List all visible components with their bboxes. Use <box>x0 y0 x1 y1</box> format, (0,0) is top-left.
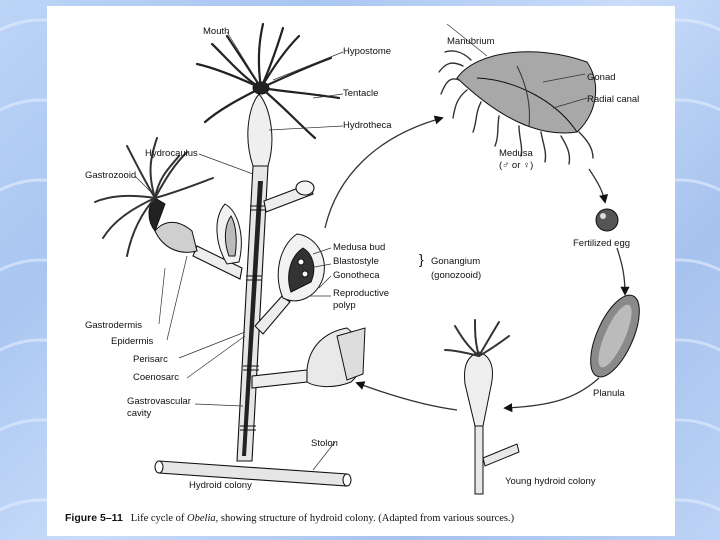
obelia-life-cycle-diagram <box>94 22 640 495</box>
label-gastrozooid: Gastrozooid <box>85 170 137 181</box>
label-gonad: Gonad <box>587 72 616 83</box>
label-gastrovascular-line1: Gastrovascular <box>127 396 191 407</box>
arrow-to-young-colony <box>503 377 600 413</box>
caption-text-after: , showing structure of hydroid colony. (… <box>215 513 515 524</box>
label-perisarc: Perisarc <box>133 354 168 365</box>
figure-caption: Figure 5–11 Life cycle of Obelia, showing… <box>65 512 514 524</box>
label-stolon: Stolon <box>311 438 338 449</box>
label-blastostyle: Blastostyle <box>333 256 379 267</box>
label-hydrotheca: Hydrotheca <box>343 120 392 131</box>
label-radial-canal: Radial canal <box>587 94 640 105</box>
label-epidermis: Epidermis <box>111 336 154 347</box>
caption-organism: Obelia <box>187 513 216 524</box>
label-coenosarc: Coenosarc <box>133 372 179 383</box>
arrow-to-colony <box>355 381 458 411</box>
label-hypostome: Hypostome <box>343 46 392 57</box>
label-gastrovascular-line2: cavity <box>127 408 152 419</box>
branch-gonangium <box>254 295 291 335</box>
retracted-polyp <box>306 327 366 388</box>
branch-bud <box>295 180 315 196</box>
medusa <box>438 50 597 165</box>
label-gonotheca: Gonotheca <box>333 270 380 281</box>
label-reproductive-polyp-line1: Reproductive <box>333 288 389 299</box>
label-gonozooid: (gonozooid) <box>431 270 482 281</box>
label-mouth: Mouth <box>203 26 230 37</box>
label-medusa-bud: Medusa bud <box>333 242 386 253</box>
label-gonangium: Gonangium <box>431 256 481 267</box>
label-young-hydroid-colony: Young hydroid colony <box>505 476 596 487</box>
arrow-to-medusa <box>324 115 444 229</box>
label-reproductive-polyp-line2: polyp <box>333 300 356 311</box>
arrow-to-planula <box>616 247 630 296</box>
gastrozooid <box>94 137 214 257</box>
coenosarc-core <box>242 181 263 456</box>
branch-lower-right <box>251 369 308 389</box>
label-gastrodermis: Gastrodermis <box>85 320 143 331</box>
label-tentacle: Tentacle <box>343 88 379 99</box>
figure-panel: Mouth Hypostome Tentacle Hydrotheca Hydr… <box>47 6 675 536</box>
fertilized-egg <box>595 208 619 232</box>
figure-number: Figure 5–11 <box>65 512 123 524</box>
leader-lines <box>134 23 588 471</box>
hydrotheca-cup <box>247 93 273 167</box>
gonangium <box>216 203 325 302</box>
label-manubrium: Manubrium <box>447 36 495 47</box>
life-cycle-arrows <box>324 115 630 413</box>
young-hydroid-colony <box>444 319 520 495</box>
label-medusa: Medusa <box>499 148 533 159</box>
label-hydrocaulus: Hydrocaulus <box>145 148 198 159</box>
planula <box>590 294 640 378</box>
caption-text-before: Life cycle of <box>130 513 188 524</box>
stolon <box>158 460 348 487</box>
label-medusa-sex: (♂ or ♀) <box>499 160 534 171</box>
hydroid-colony <box>154 165 352 487</box>
label-fertilized-egg: Fertilized egg <box>573 238 631 249</box>
label-planula: Planula <box>593 388 625 399</box>
brace-symbol: } <box>419 251 424 267</box>
arrow-to-egg <box>588 168 609 204</box>
branch-gastrozooid <box>192 245 243 280</box>
label-hydroid-colony: Hydroid colony <box>189 480 252 491</box>
feeding-polyp-top <box>195 22 341 167</box>
